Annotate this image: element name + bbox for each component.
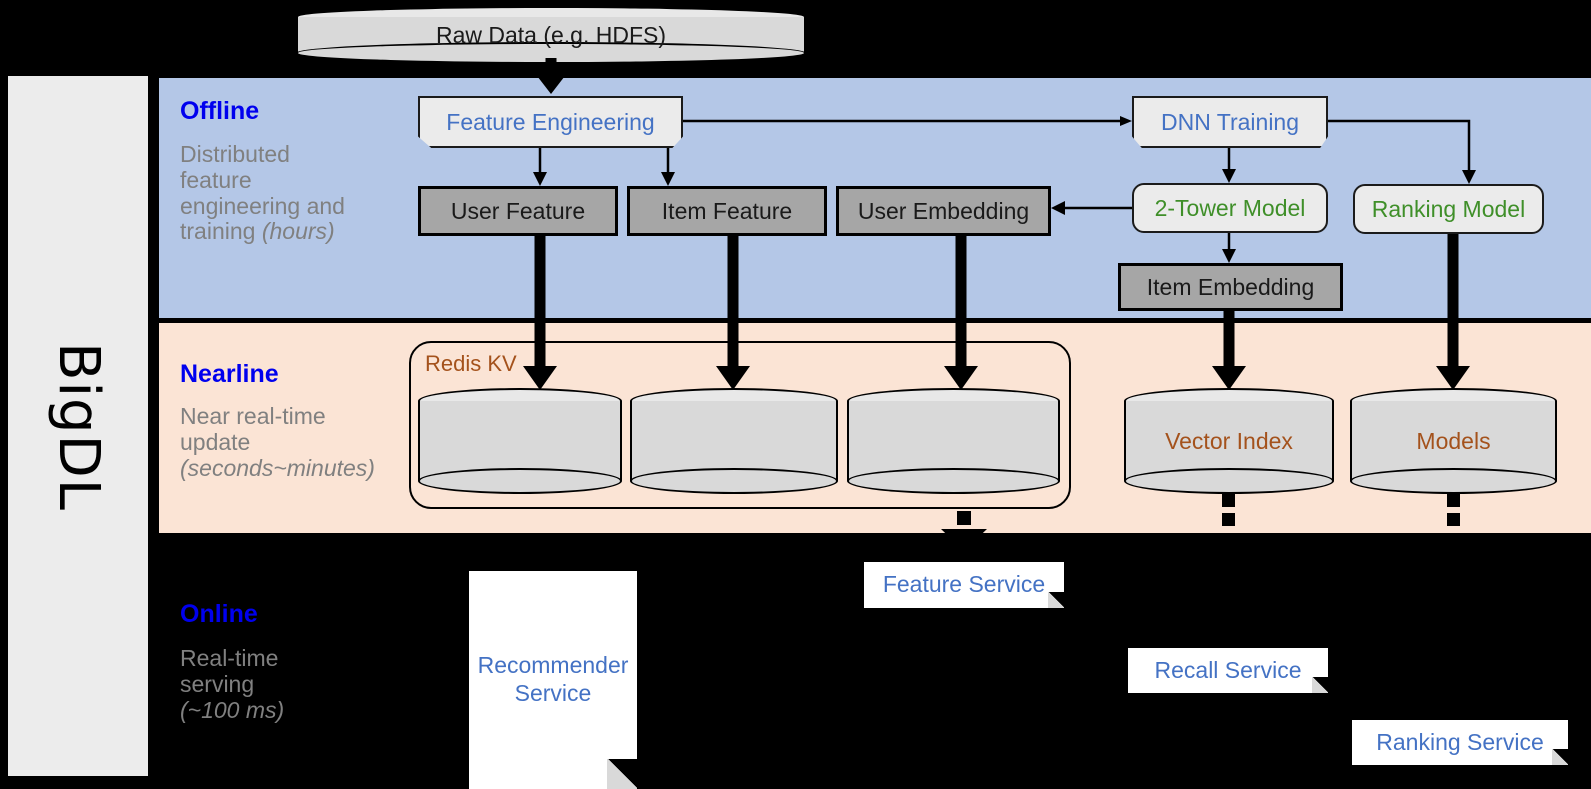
ranking-service-label: Ranking Service bbox=[1376, 728, 1544, 755]
raw-data-cylinder[interactable]: Raw Data (e.g. HDFS) bbox=[296, 6, 806, 64]
feature-engineering-node[interactable]: Feature Engineering bbox=[418, 96, 683, 148]
user-embedding-store-label bbox=[847, 388, 1060, 494]
offline-sub-l2: feature bbox=[180, 166, 252, 193]
item-feature-label: Item Feature bbox=[661, 197, 793, 224]
models-label: Models bbox=[1416, 427, 1491, 454]
recall-service-label: Recall Service bbox=[1154, 656, 1302, 683]
page-fold-icon bbox=[1048, 592, 1064, 608]
nearline-sub-l2: update bbox=[180, 428, 251, 455]
two-tower-model-label: 2-Tower Model bbox=[1154, 194, 1306, 221]
recommender-service-node[interactable]: Recommender Service bbox=[469, 571, 637, 789]
cylinder-bottom bbox=[1350, 468, 1557, 494]
recommender-service-label: Recommender Service bbox=[477, 652, 629, 706]
dnn-training-node[interactable]: DNN Training bbox=[1132, 96, 1328, 148]
user-embedding-node[interactable]: User Embedding bbox=[836, 186, 1051, 236]
offline-sub-l4: training (hours) bbox=[180, 218, 335, 245]
offline-sub-l3: engineering and bbox=[180, 192, 345, 219]
feature-engineering-label: Feature Engineering bbox=[446, 108, 655, 135]
item-feature-store-label bbox=[630, 388, 838, 494]
user-feature-node[interactable]: User Feature bbox=[418, 186, 618, 236]
online-sub-l2: serving bbox=[180, 670, 255, 697]
ranking-model-node[interactable]: Ranking Model bbox=[1353, 184, 1544, 234]
user-feature-label: User Feature bbox=[450, 197, 586, 224]
page-fold-icon bbox=[607, 759, 637, 789]
page-fold-icon bbox=[1552, 749, 1568, 765]
ranking-model-label: Ranking Model bbox=[1371, 195, 1526, 222]
nearline-band-subtitle: Near real-time update (seconds~minutes) bbox=[180, 403, 420, 481]
two-tower-model-node[interactable]: 2-Tower Model bbox=[1132, 183, 1328, 233]
offline-band-title: Offline bbox=[180, 97, 260, 125]
cylinder-bottom bbox=[418, 468, 622, 494]
offline-band-subtitle: Distributed feature engineering and trai… bbox=[180, 141, 390, 245]
cylinder-bottom bbox=[847, 468, 1060, 494]
item-feature-store-cylinder[interactable] bbox=[630, 388, 838, 494]
online-sub-l1: Real-time bbox=[180, 645, 279, 671]
item-embedding-label: Item Embedding bbox=[1146, 273, 1315, 300]
vector-index-label: Vector Index bbox=[1165, 427, 1293, 454]
online-band-subtitle: Real-time serving (~100 ms) bbox=[180, 645, 400, 723]
recall-service-node[interactable]: Recall Service bbox=[1128, 648, 1328, 693]
nearline-band-title: Nearline bbox=[180, 360, 279, 388]
page-fold-icon bbox=[1312, 677, 1328, 693]
nearline-sub-l3: (seconds~minutes) bbox=[180, 454, 375, 481]
online-band-title: Online bbox=[180, 600, 258, 628]
cylinder-bottom bbox=[1124, 468, 1334, 494]
feature-service-node[interactable]: Feature Service bbox=[864, 562, 1064, 608]
user-embedding-label: User Embedding bbox=[857, 197, 1030, 224]
redis-kv-label: Redis KV bbox=[425, 351, 517, 376]
offline-sub-l1: Distributed bbox=[180, 141, 290, 167]
user-feature-store-cylinder[interactable] bbox=[418, 388, 622, 494]
item-embedding-node[interactable]: Item Embedding bbox=[1118, 263, 1343, 311]
item-feature-node[interactable]: Item Feature bbox=[627, 186, 827, 236]
models-cylinder[interactable]: Models bbox=[1350, 388, 1557, 494]
bigdl-framework-panel: BigDL bbox=[8, 76, 148, 776]
nearline-sub-l1: Near real-time bbox=[180, 403, 326, 429]
dnn-training-label: DNN Training bbox=[1160, 108, 1300, 135]
ranking-service-node[interactable]: Ranking Service bbox=[1352, 720, 1568, 765]
bigdl-label: BigDL bbox=[45, 341, 111, 511]
user-feature-store-label bbox=[418, 388, 622, 494]
redis-kv-container[interactable] bbox=[409, 341, 1071, 509]
vector-index-cylinder[interactable]: Vector Index bbox=[1124, 388, 1334, 494]
cylinder-bottom bbox=[630, 468, 838, 494]
online-sub-l3: (~100 ms) bbox=[180, 696, 285, 723]
raw-data-label: Raw Data (e.g. HDFS) bbox=[435, 21, 667, 48]
feature-service-label: Feature Service bbox=[882, 571, 1046, 598]
user-embedding-store-cylinder[interactable] bbox=[847, 388, 1060, 494]
